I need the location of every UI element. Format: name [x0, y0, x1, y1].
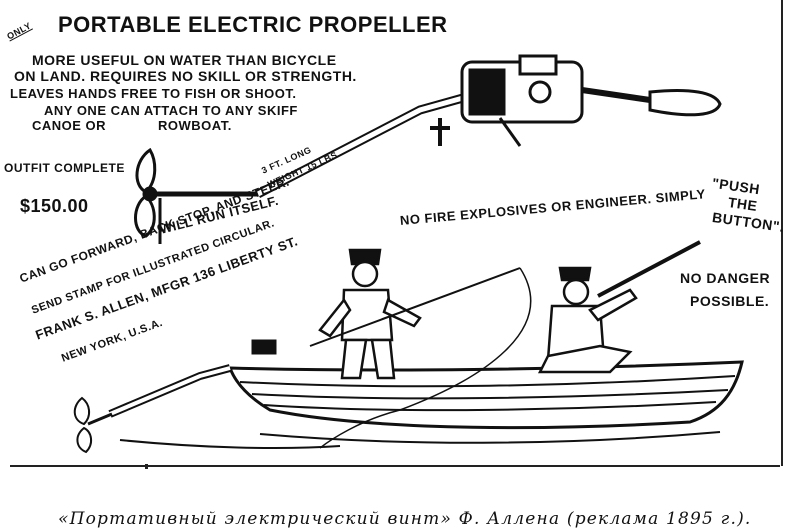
- slogan-line-4: ANY ONE CAN ATTACH TO ANY SKIFF: [44, 103, 298, 118]
- rowboat-drawing: [73, 339, 744, 454]
- slogan-line-2: ON LAND. REQUIRES NO SKILL OR STRENGTH.: [14, 68, 357, 84]
- slogan-line-3: LEAVES HANDS FREE TO FISH OR SHOOT.: [10, 86, 297, 101]
- figure-caption: «Портативный электрический винт» Ф. Алле…: [58, 509, 752, 529]
- standing-fisherman-drawing: [309, 248, 532, 449]
- no-danger-line-1: NO DANGER: [680, 270, 771, 286]
- outfit-label: OUTFIT COMPLETE: [4, 161, 125, 175]
- slogan-line-1: MORE USEFUL ON WATER THAN BICYCLE: [32, 52, 337, 68]
- illustration-drawing: [10, 0, 783, 467]
- propeller-unit-drawing: [134, 54, 722, 244]
- page-mark: [145, 464, 148, 469]
- slogan-line-5a: CANOE OR: [32, 118, 107, 133]
- price-label: $150.00: [20, 196, 89, 216]
- slogan-line-5b: ROWBOAT.: [158, 118, 232, 133]
- no-danger-line-2: POSSIBLE.: [690, 293, 770, 309]
- ad-title: PORTABLE ELECTRIC PROPELLER: [58, 12, 448, 37]
- kneeling-hunter-drawing: [537, 240, 701, 374]
- advertisement-illustration: ONLY PORTABLE ELECTRIC PROPELLER MORE US…: [4, 0, 785, 467]
